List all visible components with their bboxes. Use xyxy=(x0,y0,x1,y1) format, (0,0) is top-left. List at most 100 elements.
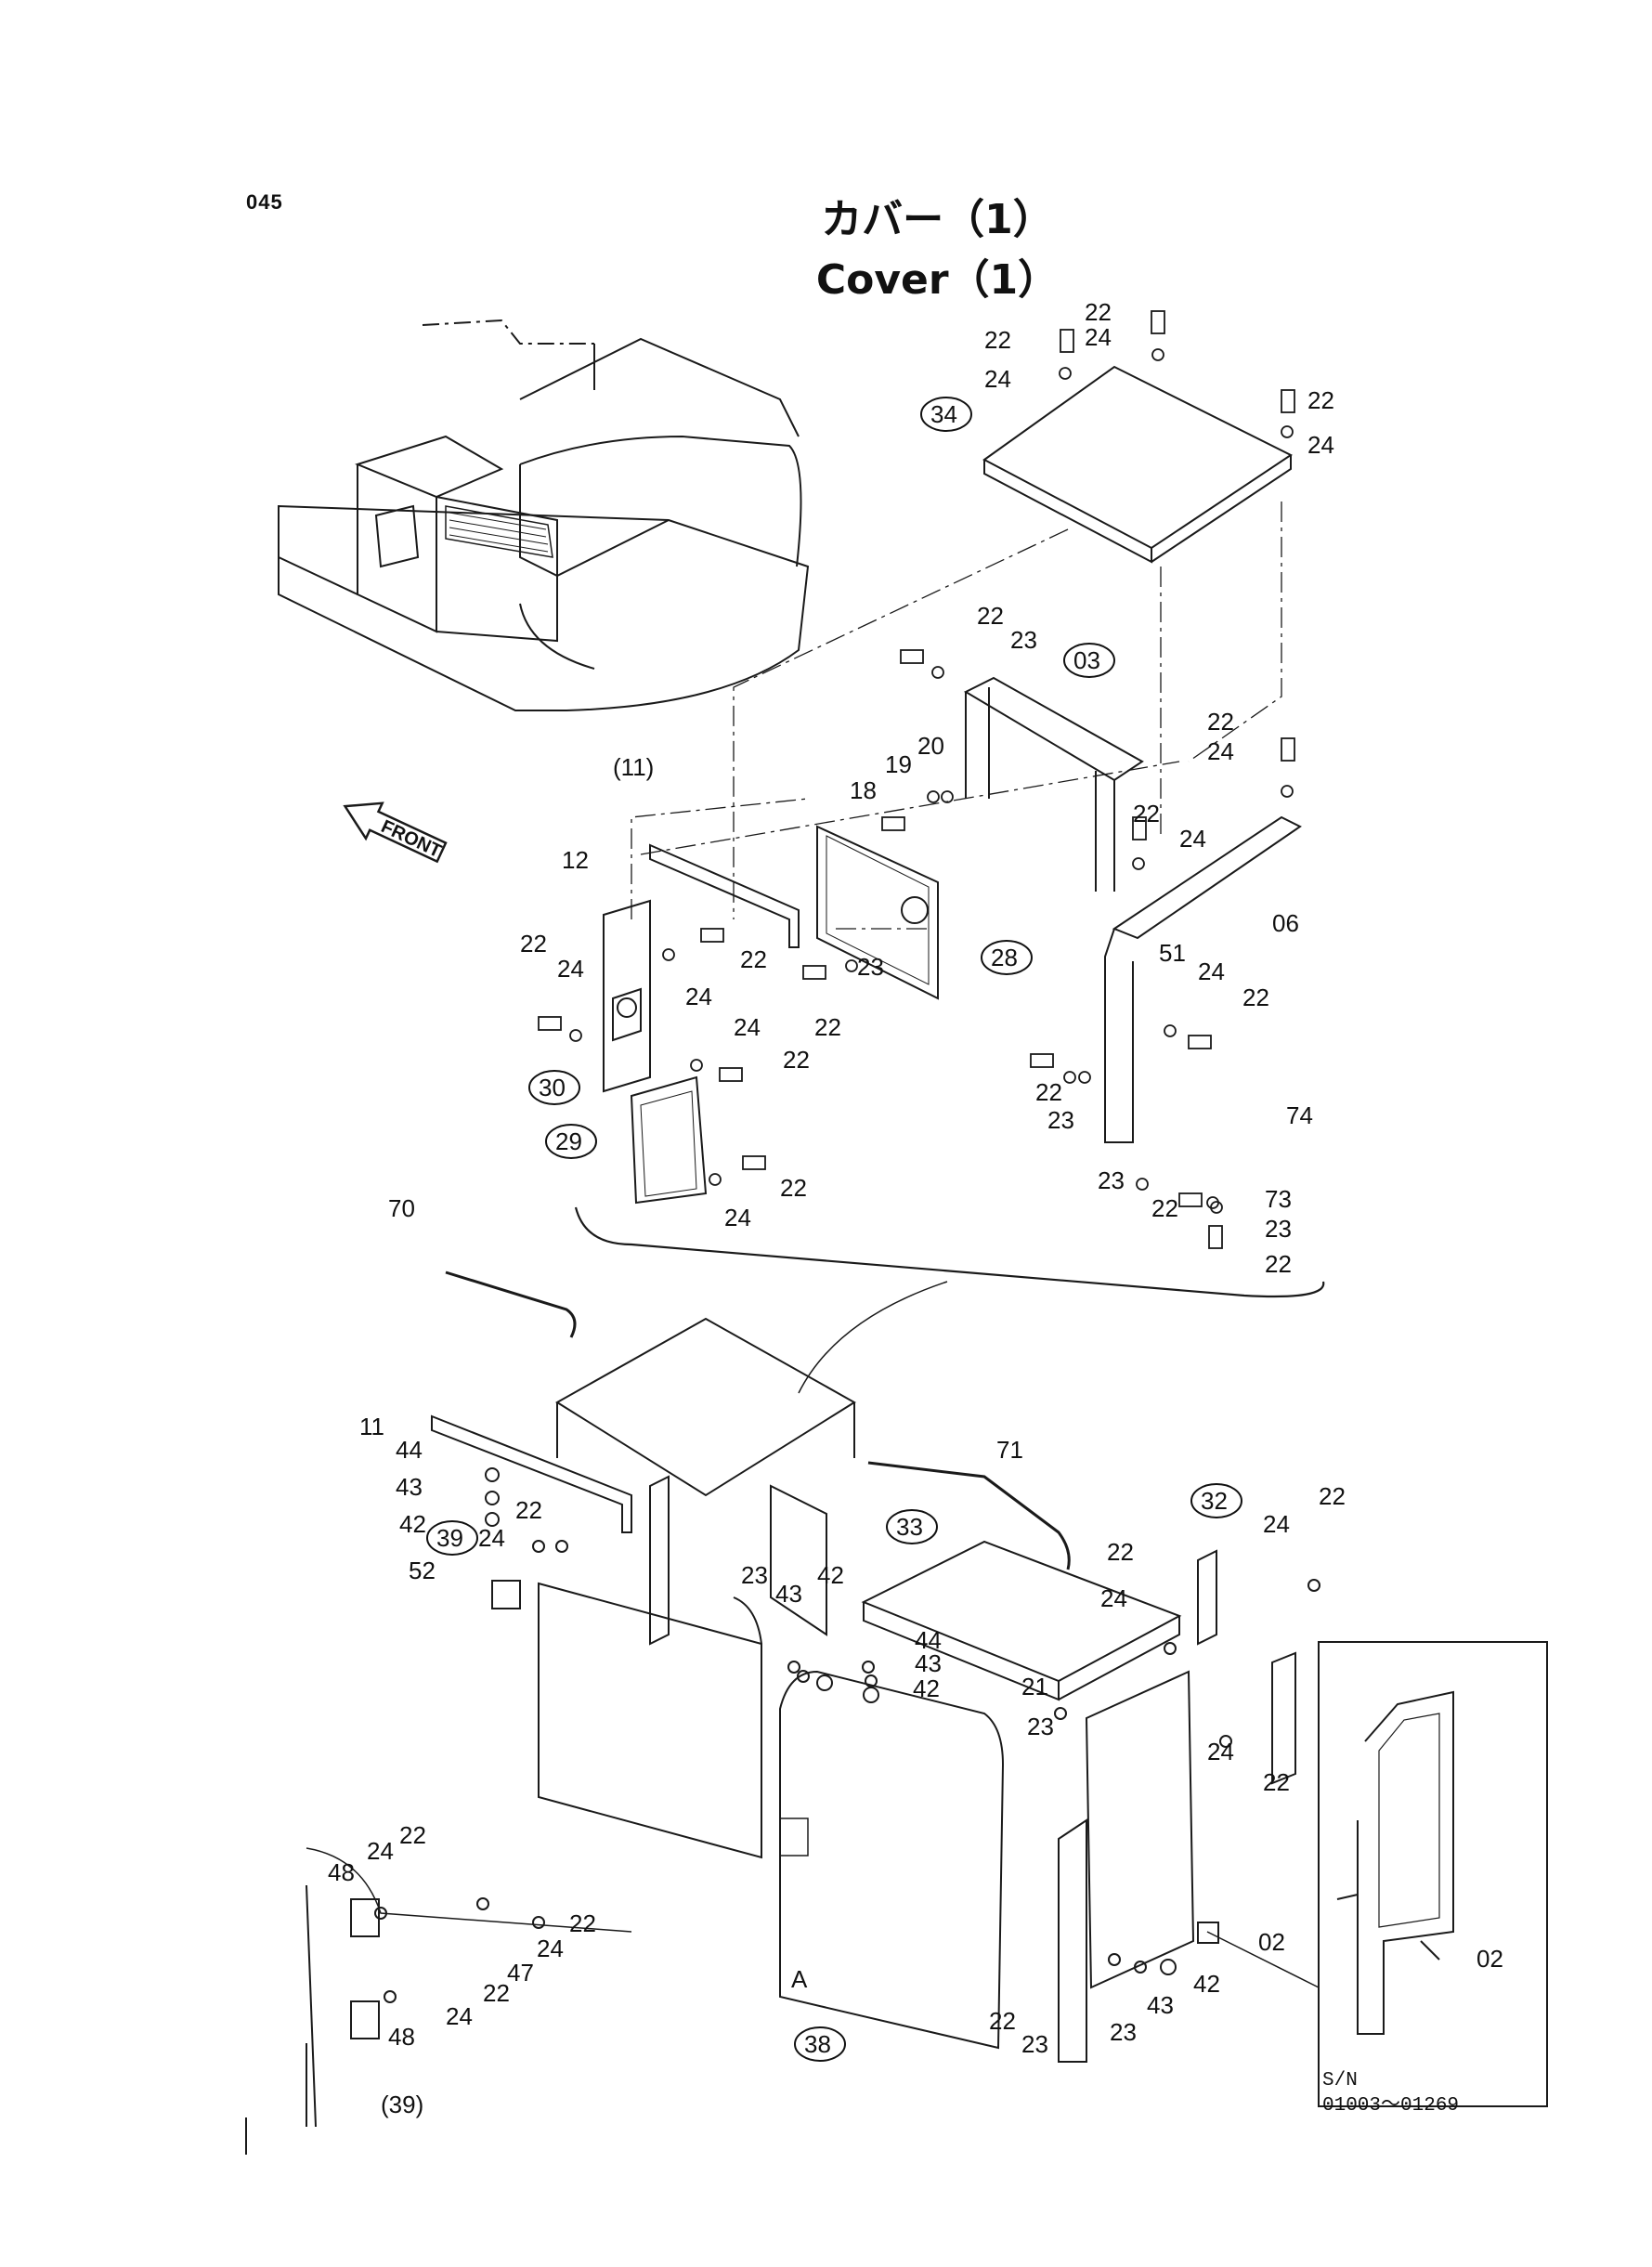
callout-text: 23 xyxy=(1021,2030,1048,2058)
callout-text: 23 xyxy=(1047,1106,1074,1134)
callout-c52: 52 xyxy=(409,1557,436,1584)
callout-text: 23 xyxy=(1098,1166,1125,1194)
callout-text: 22 xyxy=(780,1174,807,1202)
callout-c22i: 22 xyxy=(783,1046,810,1074)
callout-text: 43 xyxy=(915,1649,942,1677)
callout-text: 24 xyxy=(984,365,1011,393)
callout-c24j: 24 xyxy=(724,1204,751,1231)
callout-text: 22 xyxy=(1319,1482,1346,1510)
callout-text: 44 xyxy=(915,1626,942,1654)
callout-circle xyxy=(886,1509,938,1544)
callout-text: 02 xyxy=(1258,1928,1285,1956)
callout-text: 24 xyxy=(1207,1738,1234,1765)
callout-text: 24 xyxy=(1307,431,1334,459)
callout-text: 12 xyxy=(562,846,589,874)
callout-text: 20 xyxy=(917,732,944,760)
callout-text: 03 xyxy=(1073,646,1100,674)
callout-c02b: 02 xyxy=(1476,1945,1503,1973)
callout-c24n: 24 xyxy=(1207,1738,1234,1765)
callout-text: 43 xyxy=(396,1473,423,1501)
callout-text: 11 xyxy=(359,1413,384,1440)
serial-number-inset xyxy=(1318,1641,1548,2107)
callout-cA: A xyxy=(791,1965,808,1993)
callout-c24a: 24 xyxy=(984,365,1011,393)
callout-text: 24 xyxy=(1085,323,1112,351)
callout-text: 22 xyxy=(1263,1768,1290,1796)
callout-c22w: 22 xyxy=(483,1979,510,2007)
callout-c22p: 22 xyxy=(515,1496,542,1524)
callout-circled-c34: 34 xyxy=(920,397,972,432)
callout-text: 24 xyxy=(446,2002,473,2030)
callout-text: 24 xyxy=(1263,1510,1290,1538)
callout-text: 24 xyxy=(1100,1584,1127,1612)
front-direction-arrow: FRONT xyxy=(343,801,448,864)
callout-circled-c32: 32 xyxy=(1190,1483,1242,1518)
callout-text: 18 xyxy=(850,776,877,804)
callout-c24i: 24 xyxy=(1198,958,1225,985)
callout-circled-c38: 38 xyxy=(794,2026,846,2062)
callout-c24o: 24 xyxy=(367,1837,394,1865)
callout-text: 51 xyxy=(1159,939,1186,967)
callout-c47: 47 xyxy=(507,1959,534,1987)
callout-c74: 74 xyxy=(1286,1101,1313,1129)
callout-text: 23 xyxy=(1027,1713,1054,1740)
callout-text: 22 xyxy=(740,945,767,973)
title-english: Cover（1） xyxy=(815,256,1060,304)
callout-text: 22 xyxy=(483,1979,510,2007)
callout-c22o: 22 xyxy=(780,1174,807,1202)
callout-c24c: 24 xyxy=(1307,431,1334,459)
callout-c73: 73 xyxy=(1265,1185,1292,1213)
callout-text: 34 xyxy=(930,400,957,428)
callout-circle xyxy=(426,1520,478,1556)
callout-c18: 18 xyxy=(850,776,877,804)
callout-text: 22 xyxy=(1265,1250,1292,1278)
callout-text: 38 xyxy=(804,2030,831,2058)
callout-c23b: 23 xyxy=(857,953,884,981)
callout-c39p: (39) xyxy=(381,2091,423,2118)
callout-c70: 70 xyxy=(388,1194,415,1222)
callout-circled-c29: 29 xyxy=(545,1124,597,1159)
callout-circle xyxy=(528,1070,580,1105)
callout-text: 23 xyxy=(1265,1215,1292,1243)
callout-c21: 21 xyxy=(1021,1673,1048,1700)
callout-text: 43 xyxy=(775,1580,802,1608)
callout-circle xyxy=(794,2026,846,2062)
callout-circle xyxy=(981,940,1033,975)
callout-c24p: 24 xyxy=(537,1935,564,1962)
callout-text: 22 xyxy=(520,930,547,958)
callout-circle xyxy=(920,397,972,432)
callout-text: 24 xyxy=(734,1013,761,1041)
callout-c22s: 22 xyxy=(1263,1768,1290,1796)
callout-c22h: 22 xyxy=(814,1013,841,1041)
callout-circled-c39: 39 xyxy=(426,1520,478,1556)
callout-text: 70 xyxy=(388,1194,415,1222)
callout-c20: 20 xyxy=(917,732,944,760)
callout-c24m: 24 xyxy=(1100,1584,1127,1612)
callout-c71: 71 xyxy=(996,1436,1023,1464)
callout-c22t: 22 xyxy=(989,2007,1016,2035)
page-number: 045 xyxy=(246,190,283,214)
callout-text: 22 xyxy=(814,1013,841,1041)
callout-c24q: 24 xyxy=(446,2002,473,2030)
machine-overview-sketch xyxy=(278,319,810,711)
callout-c22g: 22 xyxy=(740,945,767,973)
serial-range: 01003～01269 xyxy=(1322,2095,1460,2117)
callout-c42b: 42 xyxy=(817,1561,844,1589)
callout-c22k: 22 xyxy=(1242,984,1269,1011)
callout-text: (11) xyxy=(613,753,654,781)
callout-text: 22 xyxy=(1207,708,1234,736)
callout-c23f: 23 xyxy=(741,1561,768,1589)
callout-text: 44 xyxy=(396,1436,423,1464)
callout-c22r: 22 xyxy=(1107,1538,1134,1566)
callout-text: 22 xyxy=(399,1821,426,1849)
callout-c23a: 23 xyxy=(1010,626,1037,654)
callout-c23e: 23 xyxy=(1265,1215,1292,1243)
callout-c43b: 43 xyxy=(775,1580,802,1608)
callout-text: 22 xyxy=(1307,386,1334,414)
callout-text: 28 xyxy=(991,944,1018,971)
callout-c44b: 44 xyxy=(915,1626,942,1654)
callout-text: 73 xyxy=(1265,1185,1292,1213)
callout-text: 43 xyxy=(1147,1991,1174,2019)
callout-c24f: 24 xyxy=(685,983,712,1010)
